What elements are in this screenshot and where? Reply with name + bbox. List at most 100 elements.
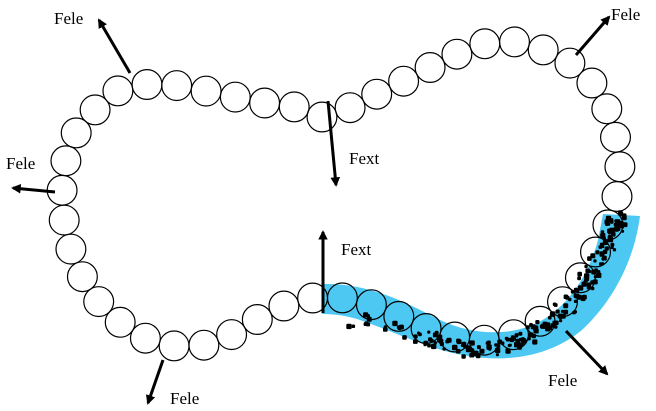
particle bbox=[473, 350, 479, 356]
bead bbox=[216, 319, 248, 351]
particle bbox=[363, 322, 368, 326]
bead bbox=[158, 330, 190, 362]
fele-arrow-left bbox=[11, 183, 56, 194]
particle bbox=[601, 255, 607, 261]
particle bbox=[442, 347, 446, 351]
bead bbox=[241, 304, 273, 336]
bead bbox=[131, 68, 163, 100]
particle bbox=[600, 230, 605, 234]
particle bbox=[591, 269, 597, 275]
particle bbox=[621, 229, 625, 233]
particle bbox=[606, 221, 611, 226]
bead bbox=[591, 93, 623, 125]
particle bbox=[530, 324, 536, 330]
particle bbox=[573, 299, 578, 303]
bead bbox=[129, 322, 161, 354]
particle bbox=[618, 211, 624, 217]
particle bbox=[622, 222, 628, 228]
particle bbox=[577, 271, 582, 277]
bead bbox=[102, 75, 134, 107]
particle bbox=[383, 327, 388, 332]
particle bbox=[552, 320, 556, 324]
fele-label-top-right: Fele bbox=[611, 5, 640, 24]
fele-label-bottom-left: Fele bbox=[170, 389, 199, 408]
bead bbox=[576, 67, 608, 99]
particle bbox=[600, 233, 606, 239]
fele-arrow-top-left bbox=[97, 18, 132, 74]
particle bbox=[563, 309, 569, 315]
particle bbox=[485, 341, 490, 345]
particle bbox=[514, 333, 519, 337]
particle bbox=[532, 339, 538, 345]
particle bbox=[608, 231, 612, 235]
particle bbox=[469, 340, 475, 346]
particle bbox=[587, 256, 592, 261]
particle-cluster bbox=[346, 210, 628, 359]
particle bbox=[563, 303, 569, 309]
particle bbox=[521, 337, 525, 341]
particle bbox=[437, 337, 443, 343]
particle bbox=[586, 282, 592, 288]
particle bbox=[584, 276, 590, 282]
bead bbox=[361, 78, 393, 110]
particle bbox=[366, 316, 372, 322]
fele-label-bottom-right: Fele bbox=[548, 371, 577, 390]
fext-label-upper: Fext bbox=[349, 149, 380, 168]
particle bbox=[602, 249, 608, 254]
particle bbox=[418, 332, 422, 337]
particle bbox=[568, 297, 572, 302]
particle bbox=[599, 242, 604, 247]
particle bbox=[431, 343, 437, 350]
particle bbox=[470, 353, 474, 357]
bead bbox=[469, 28, 501, 60]
particle bbox=[553, 325, 558, 329]
particle bbox=[497, 339, 503, 345]
particle bbox=[559, 319, 563, 323]
particle bbox=[512, 337, 516, 341]
particle bbox=[439, 341, 444, 347]
bead bbox=[104, 306, 136, 338]
particle bbox=[495, 347, 500, 351]
bead bbox=[601, 181, 633, 213]
fele-arrow-bottom-right bbox=[564, 329, 609, 376]
bead bbox=[249, 87, 281, 119]
highlight-region bbox=[322, 214, 640, 359]
bead bbox=[190, 75, 222, 107]
bead bbox=[219, 81, 251, 113]
particle bbox=[392, 320, 398, 327]
particle bbox=[560, 313, 566, 319]
particle bbox=[590, 286, 595, 291]
particle bbox=[596, 272, 602, 278]
particle bbox=[555, 309, 560, 314]
particle bbox=[604, 246, 609, 251]
particle bbox=[413, 339, 418, 344]
particle bbox=[557, 314, 562, 319]
fext-arrow-down bbox=[326, 100, 341, 187]
particle bbox=[445, 339, 450, 344]
particle bbox=[470, 348, 475, 353]
fele-label-left: Fele bbox=[6, 154, 35, 173]
bead bbox=[188, 329, 220, 361]
particle bbox=[508, 343, 512, 347]
bead bbox=[306, 101, 338, 133]
particle bbox=[495, 353, 499, 357]
particle bbox=[432, 332, 438, 338]
particle bbox=[599, 253, 603, 257]
bead bbox=[278, 91, 310, 123]
particle bbox=[610, 220, 614, 224]
bead bbox=[498, 319, 530, 351]
particle bbox=[547, 325, 552, 330]
fext-label-lower: Fext bbox=[341, 240, 372, 259]
particle bbox=[600, 262, 605, 266]
bead bbox=[599, 121, 631, 153]
particle bbox=[428, 337, 433, 342]
particle bbox=[577, 276, 581, 281]
bead bbox=[83, 286, 115, 318]
bead bbox=[527, 34, 559, 66]
particle bbox=[505, 348, 511, 354]
particle bbox=[615, 219, 621, 225]
bead bbox=[441, 38, 473, 70]
particle bbox=[397, 326, 402, 331]
bead bbox=[268, 290, 300, 322]
particle bbox=[488, 347, 492, 351]
